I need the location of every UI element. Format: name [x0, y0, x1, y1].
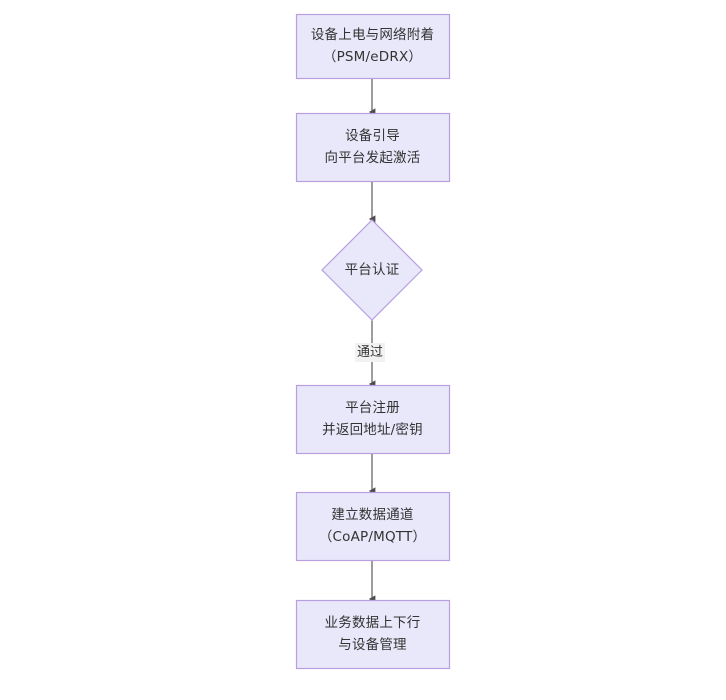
process-node-shape[interactable]	[295, 599, 451, 670]
process-node-shape[interactable]	[295, 13, 451, 80]
process-node-shape[interactable]	[295, 384, 451, 455]
nodes-group	[295, 13, 451, 670]
process-node-shape[interactable]	[295, 112, 451, 183]
process-node-shape[interactable]	[295, 491, 451, 562]
edge-label: 通过	[355, 343, 386, 362]
decision-node-shape[interactable]	[321, 219, 423, 321]
